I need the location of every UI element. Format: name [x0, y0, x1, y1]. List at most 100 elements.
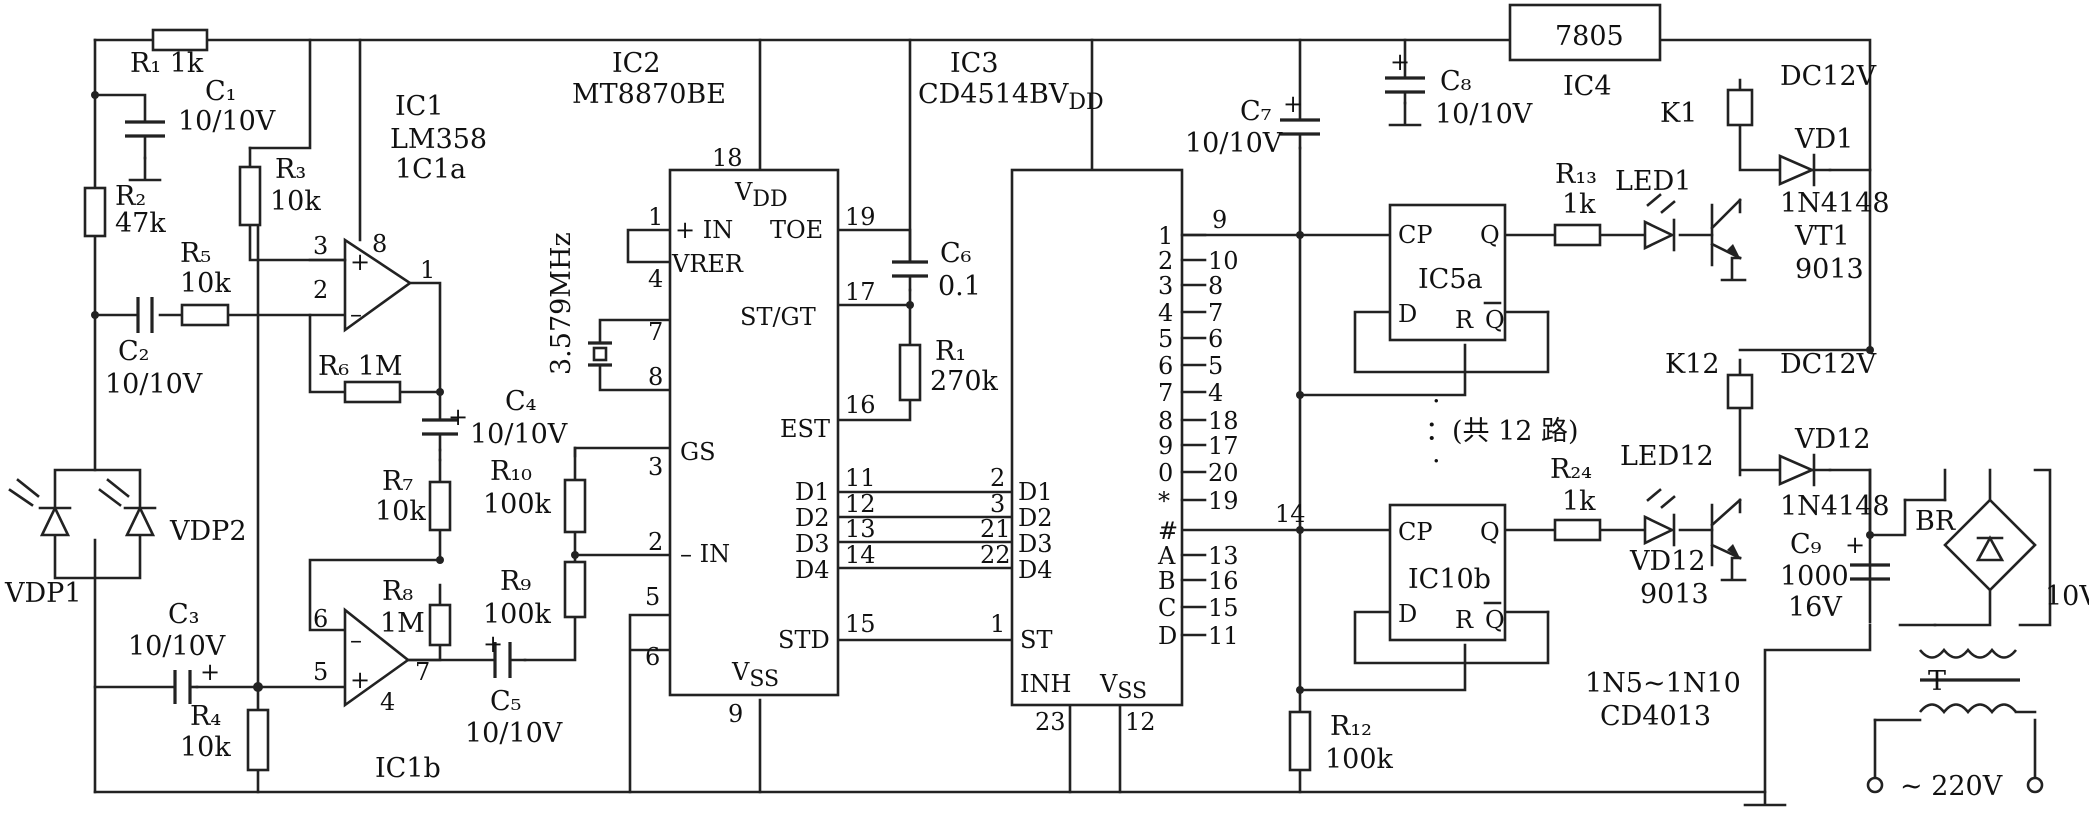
- resistor-r24: [1553, 518, 1602, 542]
- label-r4: R₄: [190, 701, 221, 732]
- ic2-pin-16: 16: [845, 391, 876, 419]
- label-r10: R₁₀: [490, 456, 532, 487]
- ic3-output-pin: 4: [1208, 379, 1223, 407]
- label-c3-val: 10/10V: [128, 631, 226, 662]
- resistor-r10: [563, 478, 587, 534]
- label-r8-val: 1M: [380, 608, 425, 639]
- resistor-r4: [246, 708, 270, 772]
- label-dot-1: ·: [1432, 446, 1441, 477]
- labels: R₁ 1k C₁ 10/10V R₂ 47k R₃ 10k R₅ 10k C₂ …: [4, 21, 2089, 802]
- resistor-r1: [151, 28, 209, 52]
- relay-k1: [1726, 88, 1754, 127]
- label-vt12-type: 9013: [1640, 579, 1709, 610]
- label-c4-plus: +: [448, 403, 468, 431]
- label-vd1-type: 1N4148: [1780, 188, 1890, 219]
- ic2-d1: D1: [795, 478, 830, 506]
- ff1-cp: CP: [1398, 221, 1433, 249]
- label-dc12v-1: DC12V: [1780, 61, 1877, 92]
- resistor-r8: [428, 603, 452, 647]
- ff2-qbar: Q: [1485, 606, 1505, 634]
- capacitor-c4: [422, 418, 458, 452]
- label-vd12: VD12: [1794, 424, 1871, 455]
- label-r2: R₂: [115, 181, 146, 212]
- label-c4: C₄: [505, 386, 536, 417]
- ic3-inh: INH: [1020, 670, 1071, 698]
- label-ic1-type: LM358: [390, 124, 487, 155]
- opamp-pin-4: 4: [380, 688, 395, 716]
- label-r7: R₇: [382, 466, 413, 497]
- label-vdp2: VDP2: [169, 516, 247, 547]
- led-led1: [1643, 193, 1676, 252]
- ff1-q: Q: [1480, 221, 1500, 249]
- opamp-ic1a: [308, 237, 413, 333]
- ground-symbol: [1743, 790, 1787, 807]
- label-vdp1: VDP1: [4, 578, 82, 609]
- ff2-q: Q: [1480, 518, 1500, 546]
- ic2-pin-7: 7: [648, 318, 663, 346]
- opamp-pin-1: 1: [420, 256, 435, 284]
- ic3-pin-12: 12: [1125, 708, 1156, 736]
- label-c6: C₆: [940, 238, 972, 269]
- ic2-est: EST: [780, 415, 830, 443]
- ff1-qbar: Q: [1485, 306, 1505, 334]
- ic3-output-name: 4: [1158, 299, 1173, 327]
- label-r13: R₁₃: [1555, 159, 1597, 190]
- resistor-r9: [563, 560, 587, 619]
- label-r12: R₁₂: [1330, 711, 1372, 742]
- label-r9: R₉: [500, 566, 531, 597]
- ic2-d2: D2: [795, 504, 830, 532]
- label-ac220: ~ 220V: [1900, 771, 2003, 802]
- label-r5-val: 10k: [180, 268, 231, 299]
- ic2-pin-17: 17: [845, 278, 876, 306]
- ic3-output-pin: 5: [1208, 352, 1223, 380]
- ic3-output-name: *: [1158, 487, 1170, 515]
- ic3-output-name: A: [1157, 542, 1176, 570]
- resistor-r1-270k: [898, 343, 922, 402]
- flipflop-ic10b: [1388, 503, 1507, 642]
- ic3-output-pin: 7: [1208, 299, 1223, 327]
- label-channels: ：(共 12 路): [1425, 416, 1579, 447]
- ic3-output-name: D: [1158, 622, 1177, 650]
- resistor-r6: [343, 380, 402, 404]
- ff1-r: R: [1455, 306, 1474, 334]
- label-c9-val: 1000: [1780, 561, 1849, 592]
- ic2-pin-6: 6: [645, 643, 660, 671]
- capacitor-c8: [1385, 76, 1425, 105]
- label-c8: C₈: [1440, 66, 1472, 97]
- ic3-cd4514b: [1010, 168, 1184, 707]
- label-c3-plus: +: [200, 658, 220, 686]
- label-ic4-type: 7805: [1555, 21, 1624, 52]
- ic3-pin-21: 21: [980, 515, 1011, 543]
- label-ic5a: IC5a: [1418, 264, 1483, 295]
- ic2-gs: GS: [680, 438, 716, 466]
- ic3-pin-9: 9: [1212, 206, 1227, 234]
- ic3-d4: D4: [1018, 556, 1053, 584]
- ic2-stgt: ST/GT: [740, 303, 816, 331]
- label-ic1: IC1: [395, 91, 444, 122]
- ic3-output-name: C: [1158, 594, 1176, 622]
- label-ic10b: IC10b: [1408, 564, 1491, 595]
- ff2-r: R: [1455, 606, 1474, 634]
- label-c2-val: 10/10V: [105, 369, 203, 400]
- transistor-vt1: [1710, 198, 1742, 267]
- ic3-output-name: 1: [1158, 222, 1173, 250]
- ic3-output-name: 3: [1158, 272, 1173, 300]
- label-r10-val: 100k: [483, 489, 552, 520]
- label-vd1: VD1: [1794, 124, 1853, 155]
- ic3-vss: VSS: [1099, 670, 1147, 704]
- ic3-output-pin: 16: [1208, 567, 1239, 595]
- ic3-pin-2: 2: [990, 464, 1005, 492]
- crystal-oscillator: [588, 341, 612, 367]
- ic3-d3: D3: [1018, 530, 1053, 558]
- capacitor-c2: [136, 297, 154, 333]
- ic2-pin-13: 13: [845, 515, 876, 543]
- label-k1: K1: [1660, 98, 1697, 129]
- label-r12-val: 100k: [1325, 744, 1394, 775]
- opamp-pin-3: 3: [313, 232, 328, 260]
- ic2-pin-11: 11: [845, 464, 876, 492]
- label-ic1b: IC1b: [375, 753, 441, 784]
- label-ic4: IC4: [1563, 71, 1612, 102]
- ic2-vss: VSS: [731, 658, 779, 692]
- ic3-output-name: 7: [1158, 379, 1173, 407]
- ic3-output-pin: 18: [1208, 407, 1239, 435]
